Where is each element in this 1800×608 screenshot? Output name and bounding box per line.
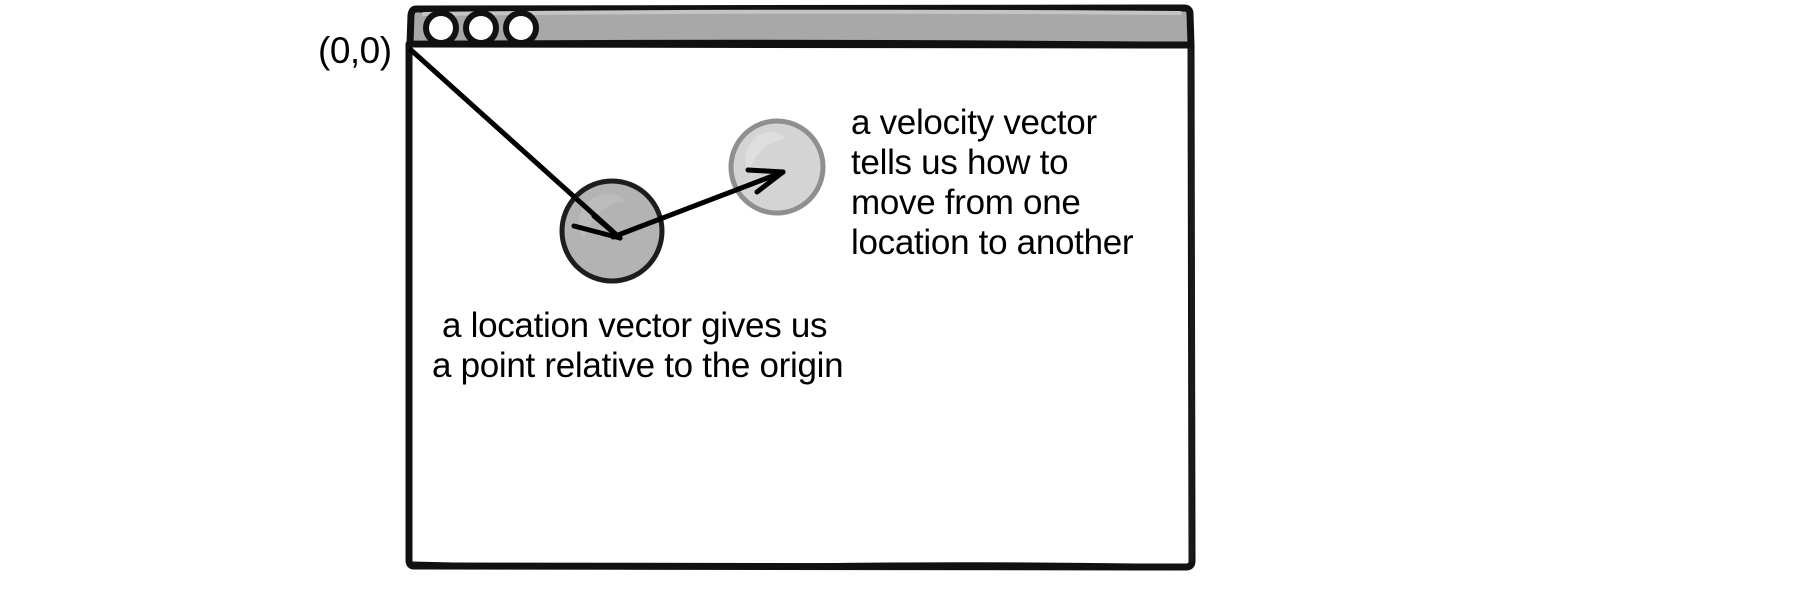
- location-circle-highlight: [579, 193, 625, 239]
- location-callout-line-2: a point relative to the origin: [432, 346, 844, 385]
- velocity-vector-head-barb-2: [754, 169, 786, 195]
- window-right-edge: [1187, 45, 1195, 563]
- traffic-light-3-icon[interactable]: [503, 10, 539, 46]
- velocity-circle: [728, 118, 826, 216]
- window-titlebar: [406, 4, 1195, 49]
- velocity-callout-line-1: a velocity vector: [851, 103, 1097, 142]
- velocity-vector-arrow: [610, 167, 786, 240]
- titlebar-highlight: [422, 9, 1182, 16]
- velocity-vector-head-barb-1: [745, 167, 786, 175]
- location-callout-text: a location vector gives us a point relat…: [432, 306, 844, 386]
- window-bottom-edge: [409, 561, 1192, 570]
- velocity-circle-highlight: [745, 131, 786, 172]
- origin-label: (0,0): [318, 30, 392, 71]
- velocity-vector-shaft: [610, 169, 786, 240]
- window-frame: [405, 40, 1196, 571]
- location-vector-shaft: [408, 47, 623, 241]
- velocity-callout-line-4: location to another: [851, 223, 1134, 262]
- velocity-callout-line-3: move from one: [851, 183, 1081, 222]
- traffic-light-1-icon[interactable]: [423, 10, 459, 46]
- velocity-callout-text: a velocity vector tells us how to move f…: [851, 103, 1134, 263]
- traffic-light-2-icon[interactable]: [463, 10, 499, 46]
- location-callout-line-1: a location vector gives us: [442, 306, 828, 345]
- velocity-callout-line-2: tells us how to: [851, 143, 1069, 182]
